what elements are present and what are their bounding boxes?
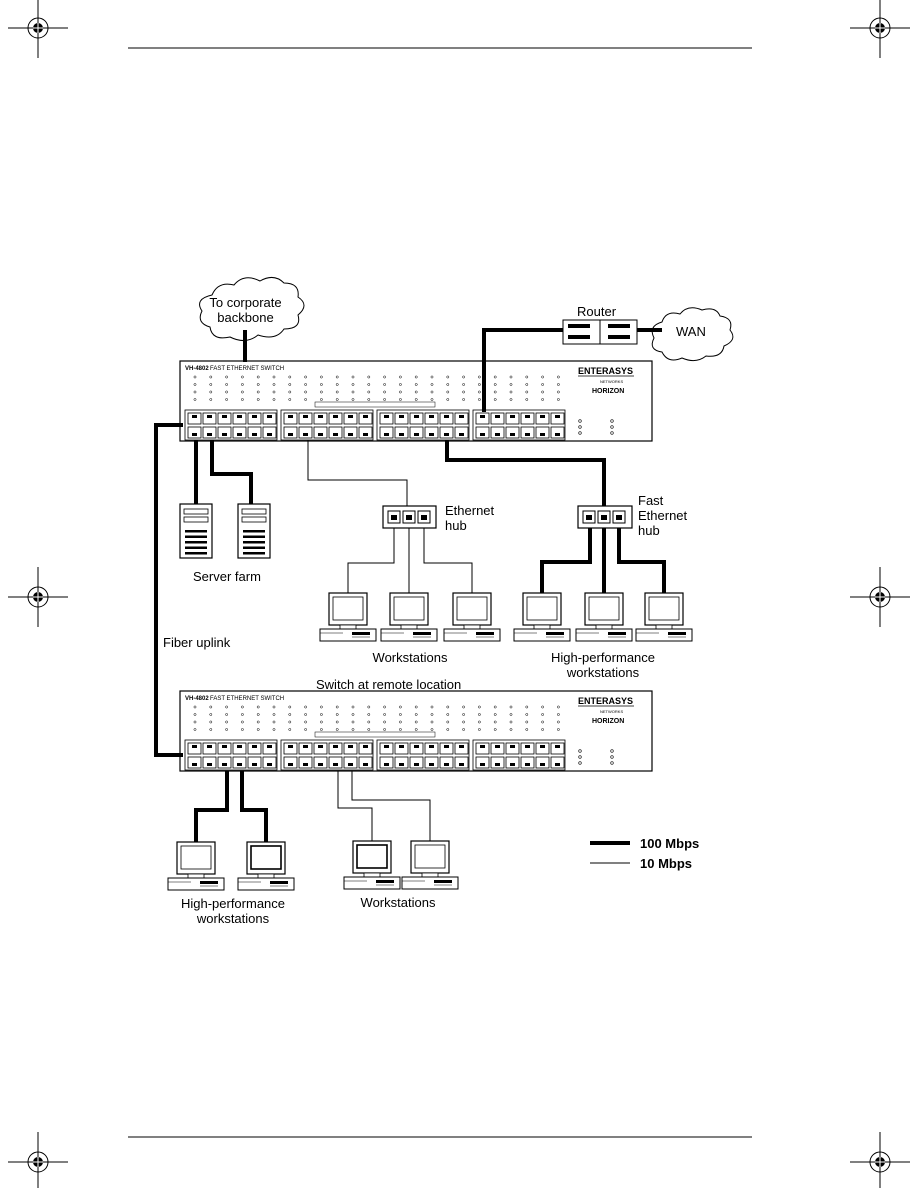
registration-mark — [850, 0, 910, 58]
server-icon — [179, 503, 213, 559]
hp-link-1 — [540, 524, 592, 593]
fast-hub-uplink — [445, 440, 606, 510]
backbone-label: To corporate backbone — [203, 295, 288, 325]
workstation-icon — [380, 592, 438, 642]
ethernet-hub-uplink — [307, 440, 408, 506]
hp-link-3 — [617, 524, 666, 593]
router-link — [482, 328, 563, 412]
fast-hub-label: Fast Ethernet hub — [638, 493, 687, 538]
ws-link-1 — [347, 527, 395, 593]
switch-brand-sub: NETWORKS — [600, 709, 623, 714]
switch-brand: ENTERASYS — [578, 696, 633, 706]
ws-bottom-link-1 — [337, 771, 373, 841]
workstation-icon — [343, 840, 401, 890]
hp-top-label: High-performance workstations — [533, 650, 673, 680]
backbone-label-line1: To corporate — [209, 295, 282, 310]
fast-hub-label-line3: hub — [638, 523, 660, 538]
legend-100mbps-label: 100 Mbps — [640, 836, 700, 851]
workstation-icon — [319, 592, 377, 642]
fast-ethernet-hub — [577, 505, 633, 529]
workstation-icon — [635, 592, 693, 642]
server-icon — [237, 503, 271, 559]
workstations-bottom-label: Workstations — [360, 895, 436, 910]
workstation-icon — [575, 592, 633, 642]
workstation-icon — [237, 841, 295, 891]
workstation-icon — [513, 592, 571, 642]
router-device — [562, 319, 638, 345]
hp-top-label-line2: workstations — [566, 665, 640, 680]
hp-bottom-label: High-performance workstations — [163, 896, 303, 926]
registration-mark — [850, 1132, 910, 1188]
registration-mark — [8, 567, 68, 627]
registration-mark — [8, 0, 68, 58]
backbone-cloud — [199, 277, 305, 341]
fast-hub-label-line2: Ethernet — [638, 508, 688, 523]
registration-marks — [8, 0, 910, 1188]
ethernet-hub-label-line2: hub — [445, 518, 467, 533]
hp-bottom-link-2 — [240, 771, 268, 842]
fiber-uplink-label: Fiber uplink — [163, 635, 231, 650]
wan-cloud — [651, 307, 734, 362]
switch-model: VH-4802 — [185, 696, 209, 702]
ethernet-hub-label: Ethernet hub — [445, 503, 494, 533]
workstations-top-label: Workstations — [372, 650, 448, 665]
hp-bottom-label-line2: workstations — [196, 911, 270, 926]
server-farm — [179, 503, 271, 559]
hp-top-label-line1: High-performance — [550, 650, 656, 665]
ws-bottom-link-2 — [351, 771, 431, 841]
ws-link-3 — [423, 527, 473, 593]
switch-product: HORIZON — [592, 388, 624, 395]
workstations-group — [167, 592, 693, 891]
hp-bottom-label-line1: High-performance — [180, 896, 286, 911]
router-label: Router — [577, 304, 617, 319]
workstation-icon — [167, 841, 225, 891]
registration-mark — [8, 1132, 68, 1188]
fiber-uplink — [154, 423, 183, 757]
fast-hub-label-line1: Fast — [638, 493, 664, 508]
legend-10mbps-label: 10 Mbps — [640, 856, 693, 871]
switch-brand: ENTERASYS — [578, 366, 633, 376]
backbone-label-line2: backbone — [217, 310, 274, 325]
workstation-icon — [401, 840, 459, 890]
switch-name: FAST ETHERNET SWITCH — [210, 696, 284, 702]
switch-brand-sub: NETWORKS — [600, 379, 623, 384]
remote-switch-label: Switch at remote location — [316, 677, 462, 692]
ethernet-hub — [382, 505, 437, 529]
hp-bottom-link-1 — [194, 771, 229, 842]
links-10mbps — [307, 440, 630, 864]
switch-name: FAST ETHERNET SWITCH — [210, 366, 284, 372]
switch-model: VH-4802 — [185, 366, 209, 372]
server-farm-label: Server farm — [193, 569, 261, 584]
switch-product: HORIZON — [592, 718, 624, 725]
server2-link — [210, 440, 253, 504]
wan-label: WAN — [676, 324, 706, 339]
ethernet-hub-label-line1: Ethernet — [445, 503, 495, 518]
links-100mbps — [154, 328, 666, 845]
workstation-icon — [443, 592, 501, 642]
registration-mark — [850, 567, 910, 627]
